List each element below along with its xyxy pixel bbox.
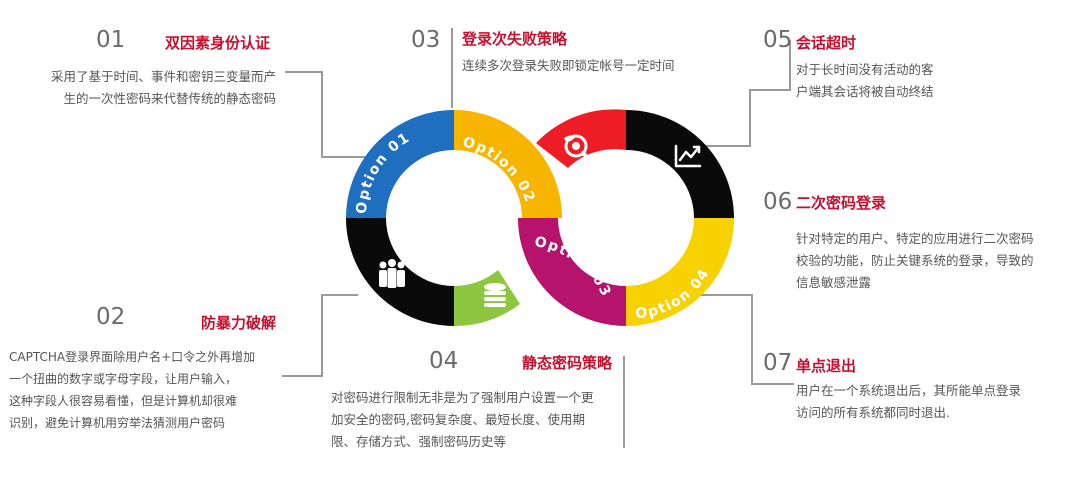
item-03-title: 登录次失败策略 — [462, 30, 568, 48]
segment-option-01 — [346, 110, 454, 218]
chart-growth-icon — [674, 144, 702, 168]
item-06-description: 针对特定的用户、特定的应用进行二次密码 校验的功能，防止关键系统的登录，导致的 … — [796, 231, 1034, 290]
item-03-number: 03 — [411, 27, 441, 53]
people-group-icon — [379, 259, 405, 288]
item-06-title: 二次密码登录 — [796, 194, 887, 212]
connector-07 — [700, 294, 794, 385]
item-04-title: 静态密码策略 — [522, 354, 613, 372]
item-04-number: 04 — [429, 348, 459, 374]
item-05-description: 对于长时间没有活动的客 户端其会话将被自动终结 — [796, 62, 934, 99]
item-05-title: 会话超时 — [796, 34, 857, 52]
item-07-number: 07 — [763, 350, 793, 376]
connector-02 — [282, 294, 358, 377]
item-06-number: 06 — [763, 189, 793, 215]
item-01-number: 01 — [96, 27, 126, 53]
item-07-description: 用户在一个系统退出后，其所能单点登录 访问的所有系统都同时退出. — [796, 383, 1022, 420]
search-globe-icon — [564, 134, 593, 163]
item-03-description: 连续多次登录失败即锁定帐号一定时间 — [462, 58, 675, 73]
connector-01 — [285, 71, 372, 158]
item-04-description: 对密码进行限制无非是为了强制用户设置一个更 加安全的密码,密码复杂度、最短长度、… — [331, 390, 594, 449]
segment-option-02 — [454, 110, 562, 218]
item-02-description: CAPTCHA登录界面除用户名+口令之外再增加 一个扭曲的数字或字母字段，让用户… — [9, 350, 256, 430]
item-01-title: 双因素身份认证 — [165, 34, 271, 52]
item-01-description: 采用了基于时间、事件和密钥三变量而产 生的一次性密码来代替传统的静态密码 — [50, 69, 276, 106]
segment-option-03 — [518, 218, 626, 326]
segment-option-04 — [626, 218, 734, 326]
database-icon — [484, 283, 506, 307]
item-02-title: 防暴力破解 — [201, 314, 277, 332]
item-02-number: 02 — [96, 304, 126, 330]
connector-05 — [704, 40, 791, 147]
segment-right-top-black — [626, 110, 734, 218]
item-05-number: 05 — [763, 27, 793, 53]
item-07-title: 单点退出 — [796, 357, 857, 375]
